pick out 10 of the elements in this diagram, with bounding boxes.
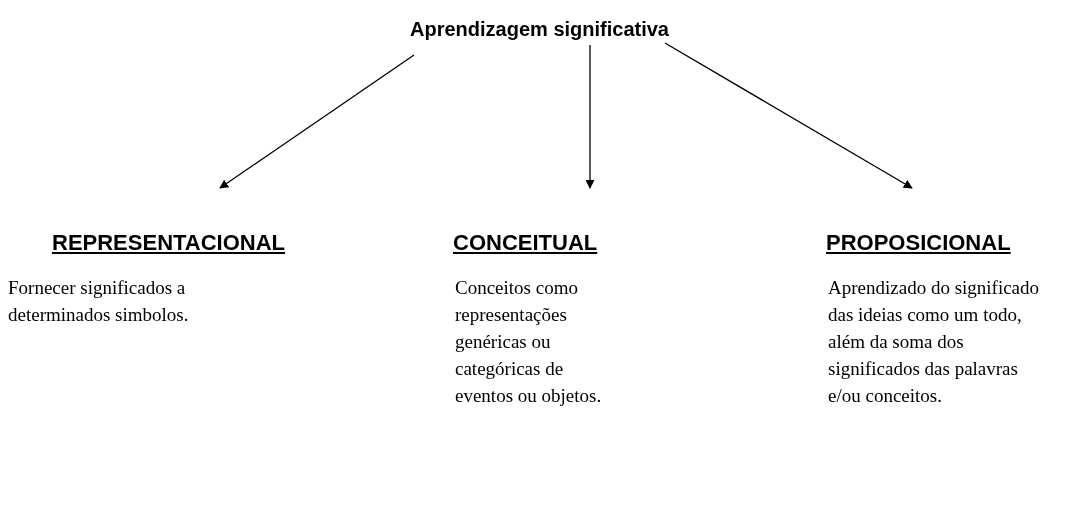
description-text: Fornecer significados a determinados simbolos. [8, 276, 190, 327]
category-heading: PROPOSICIONAL [826, 230, 1011, 256]
category-heading: CONCEITUAL [453, 230, 598, 256]
description-text: Conceitos como representações genéricas ou categóricas de eventos ou objetos. [455, 276, 603, 408]
title-text: Aprendizagem significativa [410, 18, 669, 41]
arrow [664, 42, 913, 189]
description-text: Aprendizado do significado das ideias como um todo, além da soma dos significados das palavras e/ou conceitos. [828, 276, 1041, 408]
arrow [585, 44, 595, 189]
category-heading: REPRESENTACIONAL [52, 230, 286, 256]
arrow [219, 54, 415, 189]
